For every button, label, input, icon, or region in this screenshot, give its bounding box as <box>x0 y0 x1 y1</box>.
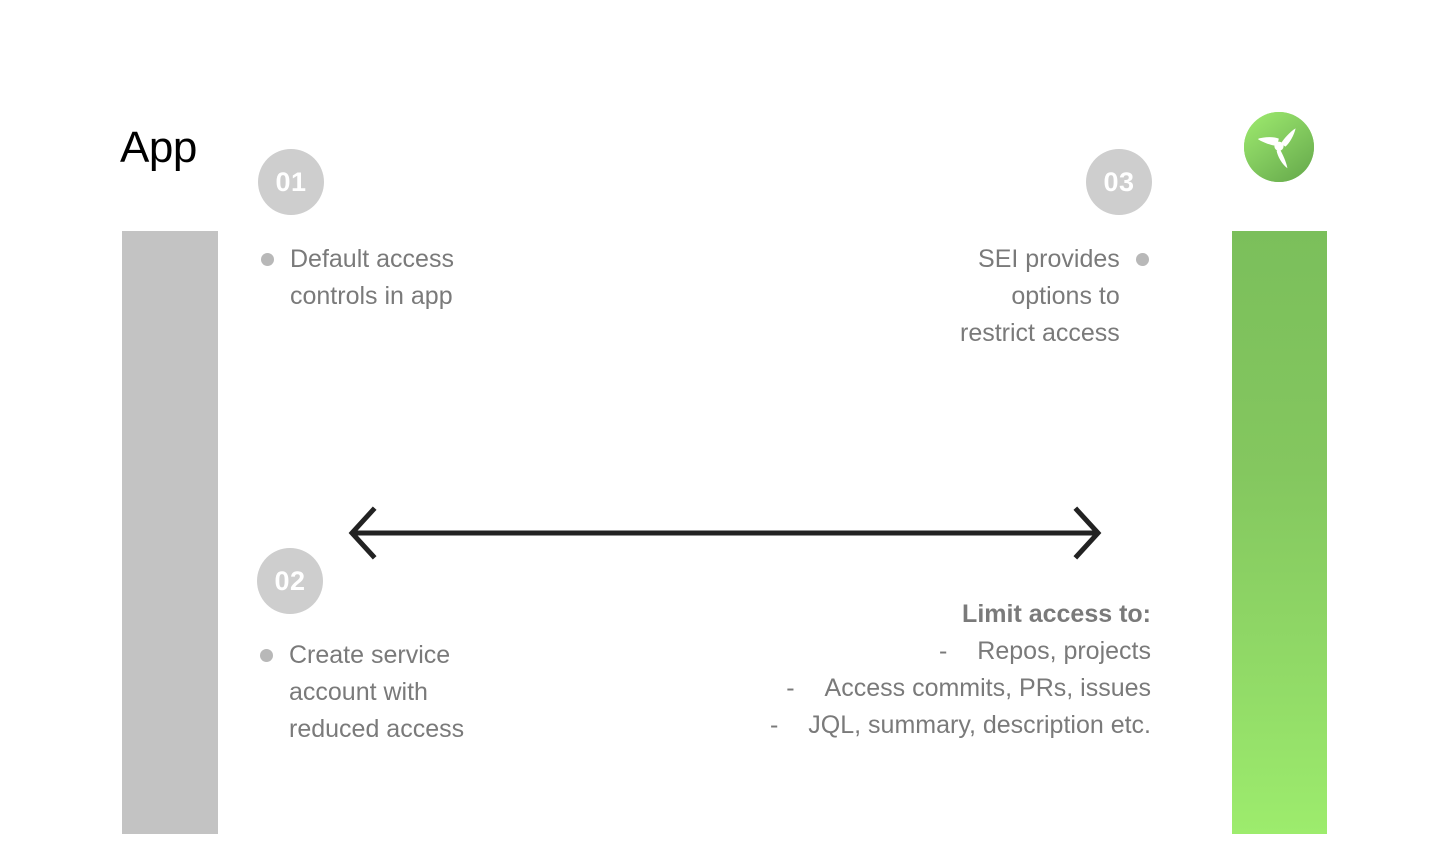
limit-access-heading: Limit access to: <box>962 600 1151 628</box>
left-grey-pillar <box>122 231 218 834</box>
dash-marker: - <box>938 637 948 665</box>
limit-access-row: - Access commits, PRs, issues <box>770 670 1151 707</box>
limit-access-row: - Repos, projects <box>770 633 1151 670</box>
propeller-logo <box>1244 112 1314 182</box>
bullet-dot-icon <box>260 649 273 662</box>
step-text-03: SEI provides options to restrict access <box>960 245 1120 347</box>
step-badge-03: 03 <box>1086 149 1152 215</box>
limit-access-row: - JQL, summary, description etc. <box>770 707 1151 744</box>
step-badge-02: 02 <box>257 548 323 614</box>
step-text-02: Create service account with reduced acce… <box>289 641 465 743</box>
page-title: App <box>120 123 197 172</box>
limit-access-item: JQL, summary, description etc. <box>808 711 1151 739</box>
bullet-dot-icon <box>261 253 274 266</box>
limit-access-item: Access commits, PRs, issues <box>824 674 1151 702</box>
dash-marker: - <box>786 674 795 702</box>
step-text-01: Default access controls in app <box>290 245 454 310</box>
step-badge-01: 01 <box>258 149 324 215</box>
step-item-02: Create service account with reduced acce… <box>260 637 464 748</box>
double-headed-arrow <box>345 500 1105 566</box>
right-green-pillar <box>1232 231 1327 834</box>
dash-marker: - <box>769 711 779 739</box>
limit-access-item: Repos, projects <box>977 637 1151 665</box>
bullet-dot-icon <box>1135 253 1149 266</box>
step-item-03: SEI provides options to restrict access <box>960 241 1149 352</box>
limit-access-list: Limit access to: - Repos, projects - Acces… <box>770 596 1151 744</box>
step-item-01: Default access controls in app <box>261 241 454 315</box>
